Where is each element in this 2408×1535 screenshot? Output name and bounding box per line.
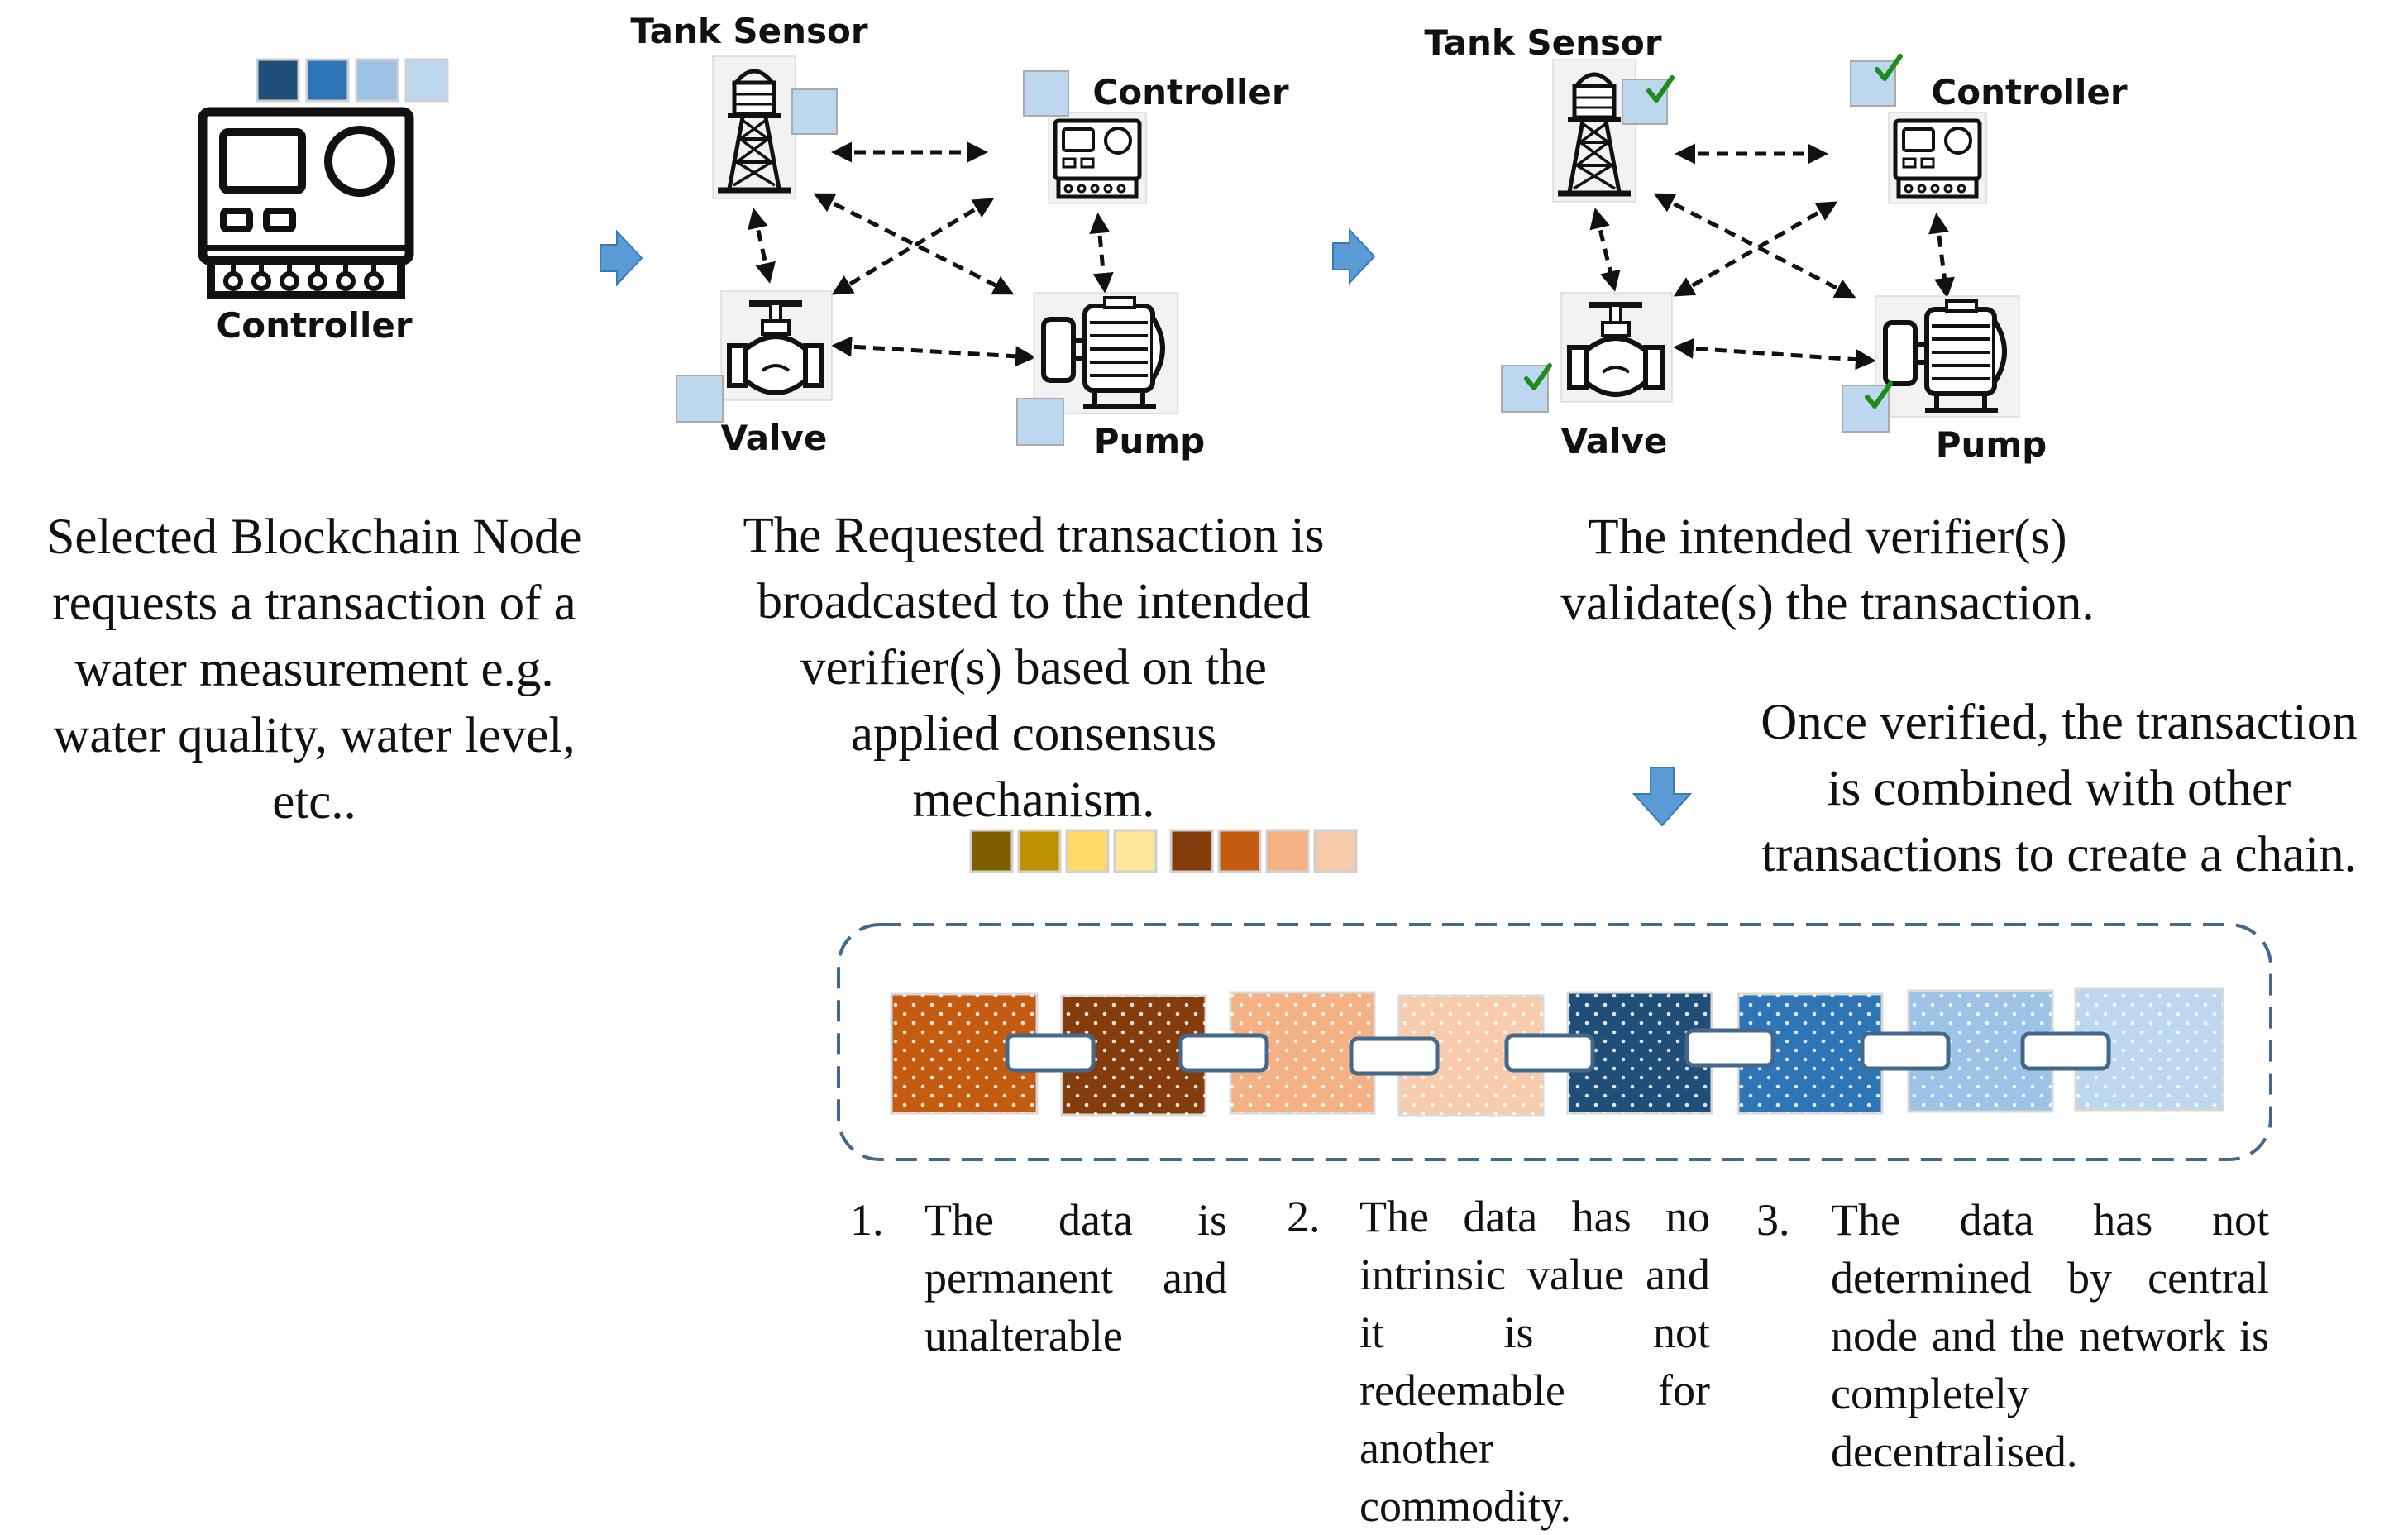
controller-small-icon (1889, 112, 1986, 203)
swatch-light-blue (355, 58, 399, 103)
panel-1-request: Controller (203, 58, 449, 346)
panel-3-validate: Tank Sensor Controller Valve Pump (1424, 22, 2128, 465)
pump-label: Pump (1094, 421, 1206, 461)
note-text: The data has not determined by central n… (1831, 1195, 2269, 1476)
chain-link-icon (1504, 1033, 1595, 1073)
swatch-blue (305, 58, 350, 103)
note-3: 3. The data has not determined by centra… (1756, 1191, 2269, 1480)
valve-label: Valve (721, 418, 828, 458)
link-valve-pump (831, 336, 1036, 367)
swatch-8 (1313, 829, 1358, 873)
pump-icon (1034, 293, 1178, 414)
broadcast-arrows (748, 141, 1114, 367)
chain-link-icon (1005, 1033, 1096, 1073)
controller-label: Controller (1092, 72, 1289, 112)
link-controller-pump (1928, 213, 1955, 299)
swatch-4 (1113, 829, 1158, 873)
note-2: 2. The data has no intrinsic value and i… (1287, 1188, 1710, 1535)
link-controller-valve (1673, 201, 1838, 297)
link-controller-pump (1089, 213, 1114, 294)
chain-link-icon (1178, 1033, 1269, 1073)
chain-link-icon (2020, 1031, 2111, 1071)
note-text: The data has no intrinsic value and it i… (1359, 1192, 1710, 1531)
tank-token (791, 88, 838, 135)
controller-icon (203, 112, 409, 295)
arrow-right-icon (600, 231, 643, 285)
swatch-3 (1065, 829, 1110, 873)
caption-request: Selected Blockchain Node requests a tran… (46, 509, 582, 830)
valve-icon (1561, 293, 1672, 402)
panel-2-broadcast: Tank Sensor Controller Valve Pump (630, 11, 1289, 461)
swatch-7 (1265, 829, 1310, 873)
tank-token (1622, 79, 1668, 125)
blockchain (837, 923, 2272, 1161)
link-tank-pump (1653, 193, 1856, 299)
note-text: The data is permanent and unalterable (924, 1195, 1227, 1360)
controller-token (1850, 60, 1896, 107)
blue-color-swatches (256, 58, 449, 103)
chain-links (1005, 1028, 2111, 1076)
chain-link-icon (1684, 1028, 1775, 1068)
note-1: 1. The data is permanent and unalterable (850, 1191, 1227, 1365)
tank-sensor-label: Tank Sensor (1424, 22, 1662, 63)
caption-broadcast: The Requested transaction is broadcasted… (743, 508, 1325, 828)
caption-validate: The intended verifier(s) validate(s) the… (1560, 509, 2095, 631)
chain-frame (837, 923, 2272, 1161)
link-tank-valve (748, 208, 776, 284)
pump-icon (1875, 296, 2019, 417)
controller-small-icon (1049, 112, 1146, 203)
pump-label: Pump (1936, 424, 2047, 465)
link-tank-pump (813, 193, 1015, 295)
caption-chain: Once verified, the transaction is combin… (1761, 695, 2358, 882)
swatch-1 (969, 829, 1014, 873)
note-number: 1. (850, 1195, 884, 1245)
arrow-down-icon (1632, 767, 1693, 827)
valve-icon (721, 291, 832, 400)
transaction-color-swatches (969, 829, 1358, 873)
note-number: 2. (1287, 1192, 1321, 1241)
valve-token (1501, 365, 1549, 413)
tank-sensor-label: Tank Sensor (630, 11, 868, 51)
chain-link-icon (1860, 1031, 1951, 1071)
controller-label: Controller (1931, 72, 2128, 112)
controller-token (1023, 70, 1069, 117)
arrow-right-icon (1332, 229, 1375, 284)
swatch-5 (1169, 829, 1214, 873)
pump-token (1016, 398, 1064, 446)
valve-token (676, 375, 724, 423)
swatch-2 (1017, 829, 1062, 873)
swatch-pale-blue (404, 58, 449, 103)
controller-label: Controller (216, 305, 413, 346)
link-controller-valve (831, 198, 995, 295)
validation-arrows (1589, 143, 1955, 371)
tank-sensor-icon (713, 56, 796, 198)
chain-link-icon (1349, 1036, 1440, 1076)
valve-label: Valve (1561, 421, 1668, 461)
swatch-6 (1217, 829, 1262, 873)
note-number: 3. (1756, 1195, 1790, 1245)
link-tank-valve (1589, 208, 1621, 292)
link-valve-pump (1673, 337, 1876, 371)
swatch-dark-blue (256, 58, 300, 103)
